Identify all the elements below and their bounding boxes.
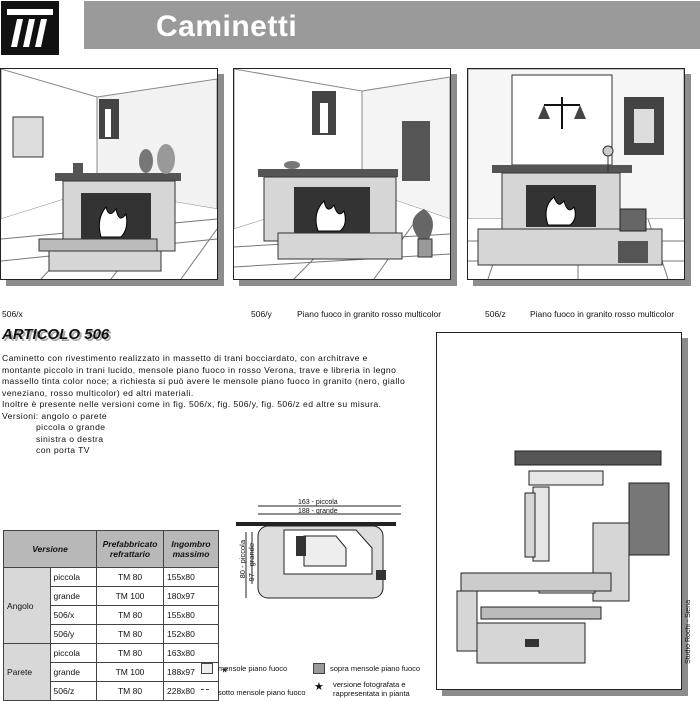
article-title: ARTICOLO 506 [2,326,110,343]
cell-prefab: TM 100 [96,586,164,606]
legend-mensole: mensole piano fuoco [218,664,288,673]
photo-506x [0,68,218,280]
caption-code-506z: 506/z [485,309,506,319]
desc-line: Caminetto con rivestimento realizzato in… [2,353,368,363]
cell-size: piccola [49,643,97,663]
cell-star [219,644,236,663]
group-angolo: Angolo [3,567,51,644]
plan-width-small: 163 - piccola [298,499,338,506]
legend-foto-2: rappresentata in pianta [333,689,410,698]
photo-506y [233,68,451,280]
plan-depth-large: 97 - grande [247,543,256,582]
legend-sotto: sotto mensole piano fuoco [218,688,306,697]
cell-dim: 180x97 [163,586,219,606]
cell-prefab: TM 80 [96,681,164,701]
col-header-ingombro: Ingombro massimo [163,530,219,568]
brand-logo [1,1,59,55]
desc-line: montante piccolo in trani lucido, mensol… [2,364,397,375]
cell-prefab: TM 80 [96,643,164,663]
cell-star [219,606,236,625]
plan-depth-small: 80 - piccola [238,540,247,579]
cell-size: grande [49,662,97,682]
spec-table: Versione Prefabbricato refrattario Ingom… [3,530,236,701]
col-header-versione: Versione [3,530,97,568]
floor-plan [236,496,406,606]
cell-dim: 155x80 [163,605,219,625]
article-description: Caminetto con rivestimento realizzato in… [2,353,417,457]
cell-size: 506/z [49,681,97,701]
cell-size: grande [49,586,97,606]
cell-size: 506/y [49,624,97,644]
cell-prefab: TM 80 [96,605,164,625]
caption-text-506y: Piano fuoco in granito rosso multicolor [297,309,442,319]
table-row: grande TM 100 180x97 [4,586,236,606]
legend-swatch-mensole [201,663,213,674]
table-row: 506/x TM 80 155x80 [4,605,236,625]
cell-dim: 228x80 [163,681,219,701]
legend-swatch-sotto [201,685,209,690]
desc-option: piccola o grande [36,422,106,432]
credit-text: Studio Rochi - Siena [685,600,692,664]
col-header-prefab: Prefabbricato refrattario [96,530,164,568]
table-row: Parete piccola TM 80 163x80 [3,643,236,701]
caption-text-506z: Piano fuoco in granito rosso multicolor [530,309,675,319]
cell-dim: 155x80 [163,567,219,587]
cell-star: * [222,664,228,680]
cell-prefab: TM 80 [96,624,164,644]
cell-star [219,625,236,644]
table-row: Angolo piccola TM 80 155x80 [3,567,236,644]
cell-star [219,568,236,587]
cell-size: 506/x [49,605,97,625]
cell-size: piccola [49,567,97,587]
exploded-view [436,332,682,690]
plan-width-large: 188 - grande [298,508,338,515]
photo-506z [467,68,685,280]
desc-line: Versioni: angolo o parete [2,410,108,421]
caption-code-506y: 506/y [251,309,272,319]
legend-foto-1: versione fotografata e [333,680,406,689]
group-parete: Parete [3,643,51,701]
page-title: Caminetti [156,10,298,43]
cell-dim: 152x80 [163,624,219,644]
cell-prefab: TM 100 [96,662,164,682]
desc-option: sinistra o destra [36,433,104,444]
desc-option: con porta TV [36,445,90,455]
cell-prefab: TM 80 [96,567,164,587]
star-icon: ★ [314,681,324,693]
desc-line: massello tinta color noce; a richiesta s… [2,376,406,386]
article-title-shadow: ARTICOLO 506 [4,328,112,345]
desc-line: veneziano, rosso multicolor) ed altri ma… [2,387,194,398]
legend-sopra: sopra mensole piano fuoco [330,664,421,673]
cell-star [219,587,236,606]
desc-line: Inoltre è presente nelle versioni come i… [2,399,382,409]
caption-code-506x: 506/x [2,309,23,319]
legend-swatch-sopra [313,663,325,674]
cell-dim: 163x80 [163,643,219,663]
title-banner [84,1,700,49]
